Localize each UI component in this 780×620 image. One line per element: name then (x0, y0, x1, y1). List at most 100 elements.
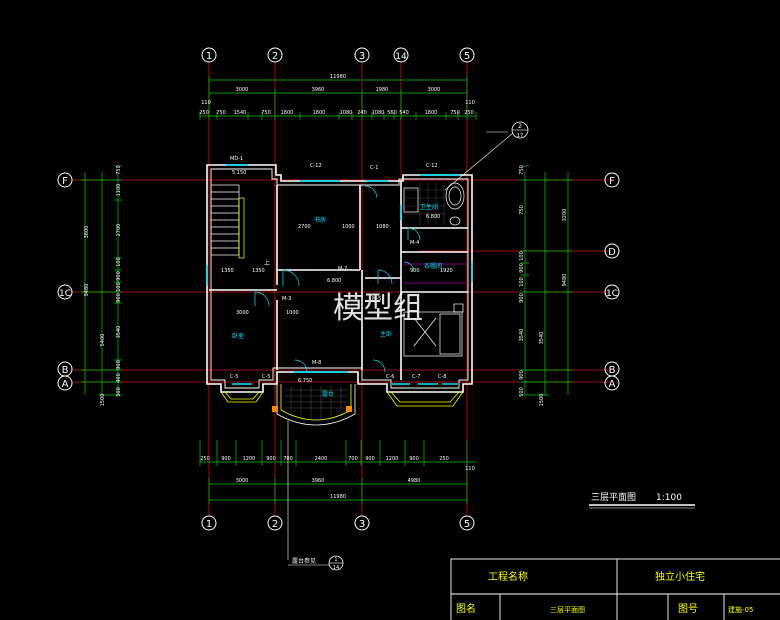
drawing-text: C-8 (438, 374, 446, 380)
drawing-text: 2700 (116, 224, 122, 237)
title-block-number-value: 建施-05 (728, 605, 753, 614)
drawing-text: 900 (519, 263, 525, 273)
drawing-text: 100 (116, 282, 122, 292)
room-label-cloak: 衣帽间 (424, 262, 442, 270)
drawing-text: C-5 (230, 374, 238, 380)
drawing-text: 6.800 (327, 278, 341, 284)
drawing-text: 1:100 (656, 493, 682, 503)
drawing-text: 2 (272, 519, 278, 530)
drawing-text: 1100 (116, 184, 122, 197)
axis-bubble-right-1C: 1C (604, 284, 620, 300)
bay-windows (220, 391, 464, 407)
axis-bubble-left-A: A (57, 375, 73, 391)
drawing-text: 1080 (372, 110, 385, 116)
drawing-text: 560 (387, 110, 397, 116)
axis-bubble-bottom-2: 2 (267, 515, 283, 531)
drawing-text: 900 (410, 268, 420, 274)
bottom-dimension-labels: 250 900 1200 900 700 2400 700 900 1200 9… (200, 456, 475, 500)
drawing-text: M-8 (312, 360, 321, 366)
staircase: 上 (210, 184, 270, 267)
drawing-text: 110 (465, 100, 475, 106)
drawing-text: 750 (519, 205, 525, 215)
drawing-text: 9480 (84, 284, 90, 297)
bottom-dimensions (199, 440, 476, 504)
drawing-text: 900 (519, 370, 525, 380)
drawing-text: 11980 (330, 74, 346, 80)
drawing-text: 750 (450, 110, 460, 116)
drawing-text: 110 (465, 466, 475, 472)
drawing-text: 2400 (315, 456, 328, 462)
drawing-text: 5400 (100, 334, 106, 347)
drawing-text: C-7 (412, 374, 420, 380)
drawing-text: 17 (517, 133, 523, 139)
drawing-text: 1800 (281, 110, 294, 116)
drawing-text: 700 (348, 456, 358, 462)
doors (254, 185, 421, 373)
drawing-text: 500 (116, 387, 122, 397)
detail-callout: 2 17 (444, 121, 529, 191)
watermark: 模型组 (333, 291, 423, 326)
title-block: 工程名称 独立小住宅 图名 三层平面图 图号 建施-05 (450, 558, 780, 620)
axis-bubble-top-3: 3 (354, 47, 370, 63)
drawing-text: 1000 (286, 310, 299, 316)
drawing-text: 500 (519, 387, 525, 397)
drawing-text: 3000 (236, 87, 249, 93)
drawing-text: 3540 (519, 329, 525, 342)
axis-bubble-right-D: D (604, 243, 620, 259)
drawing-text: C-5 (262, 374, 270, 380)
drawing-text: 1500 (100, 394, 106, 407)
drawing-text: 750 (519, 165, 525, 175)
drawing-text: 250 (200, 456, 210, 462)
drawing-text: 3540 (539, 332, 545, 345)
drawing-text: 3000 (236, 310, 249, 316)
drawing-text: 5 (464, 51, 470, 62)
axis-bubble-right-A: A (604, 375, 620, 391)
axis-bubble-bottom-3: 3 (354, 515, 370, 531)
title-block-project-value: 独立小住宅 (655, 570, 705, 583)
opening-labels: MD-1 C-12 C-1 C-12 C-5 C-5 C-6 C-7 C-8 M… (221, 156, 453, 384)
drawing-text: 1200 (386, 456, 399, 462)
drawing-text: M-3 (282, 296, 291, 302)
drawing-text: 露台参见 (292, 557, 316, 565)
drawing-text: B (609, 365, 616, 376)
drawing-text: 250 (464, 110, 474, 116)
bathroom-fixtures (403, 182, 465, 226)
drawing-text: D (608, 247, 616, 258)
room-label-study: 书房 (314, 216, 326, 224)
drawing-text: 3960 (312, 478, 325, 484)
drawing-text: 1200 (243, 456, 256, 462)
drawing-text: 3200 (562, 209, 568, 222)
drawing-text: 1540 (234, 110, 247, 116)
axis-bubble-top-2: 2 (267, 47, 283, 63)
drawing-text: 1350 (252, 268, 265, 274)
drawing-text: 750 (116, 165, 122, 175)
drawing-text: 3540 (116, 326, 122, 339)
drawing-text: 3000 (428, 87, 441, 93)
drawing-text: 14 (333, 565, 339, 571)
drawing-text: B (62, 365, 69, 376)
drawing-text: 3000 (236, 478, 249, 484)
drawing-text: 5.150 (232, 170, 246, 176)
drawing-text: 900 (116, 271, 122, 281)
drawing-text: 3600 (84, 226, 90, 239)
drawing-text: 1000 (342, 224, 355, 230)
left-dimension-labels: 3600 9480 5400 1500 750 1100 2700 100 90… (84, 165, 122, 406)
right-dimensions (521, 165, 572, 396)
title-block-project-label: 工程名称 (488, 570, 528, 583)
drawing-text: MD-1 (230, 156, 243, 162)
drawing-text: 6.750 (298, 378, 312, 384)
drawing-text: 240 (357, 110, 367, 116)
axis-bubble-right-F: F (604, 172, 620, 188)
top-dimensions (199, 76, 477, 120)
drawing-text: 100 (116, 257, 122, 267)
room-label-master: 主卧 (380, 330, 392, 338)
drawing-text: 6.800 (426, 214, 440, 220)
drawing-text: 14 (395, 52, 407, 62)
drawing-text: 3960 (312, 87, 325, 93)
drawing-text: 1 (334, 557, 337, 563)
axis-bubble-left-1C: 1C (57, 284, 73, 300)
title-block-drawing-value: 三层平面图 (550, 606, 585, 614)
curved-balcony (272, 384, 356, 426)
drawing-text: 750 (261, 110, 271, 116)
